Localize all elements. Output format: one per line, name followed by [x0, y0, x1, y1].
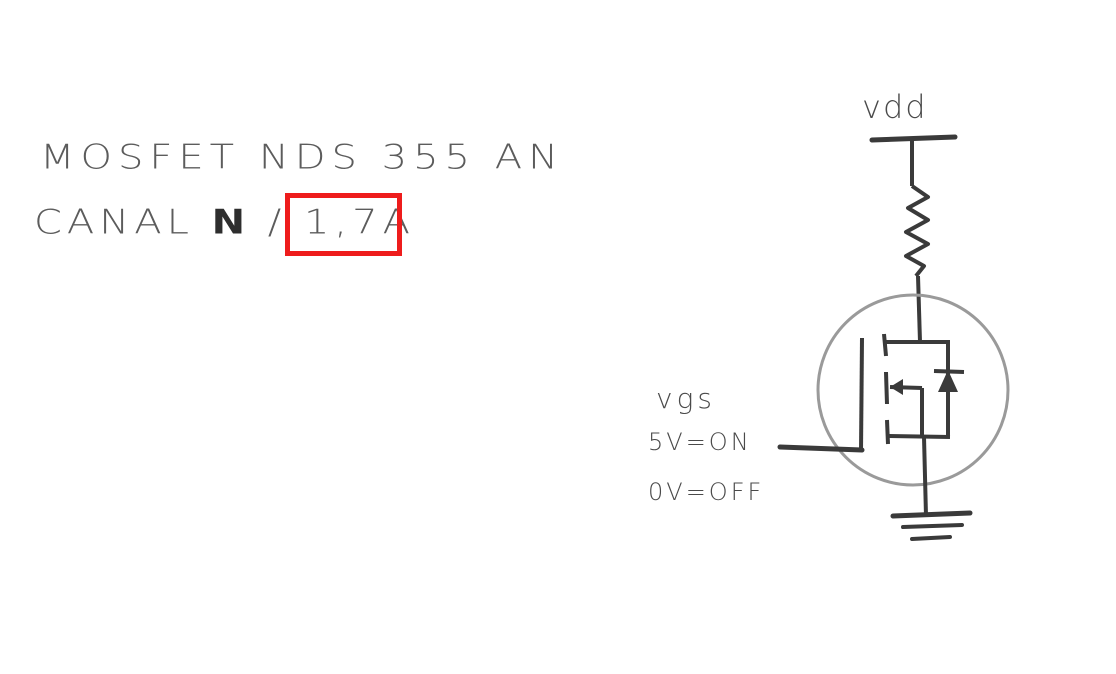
- body-diode-bar: [933, 369, 965, 374]
- vdd-label: vdd: [862, 88, 928, 126]
- source-stub: [887, 434, 951, 439]
- channel-type: N: [211, 203, 251, 243]
- current-rating-highlight-box: [285, 193, 402, 256]
- source-wire: [922, 436, 928, 517]
- mosfet-title: MOSFET NDS 355 AN: [40, 138, 564, 178]
- drain-wire: [916, 275, 922, 343]
- gate-lead: [777, 444, 865, 453]
- ground-line-2: [901, 523, 964, 529]
- channel-spec: CANAL N / 1,7A: [34, 203, 415, 242]
- channel-segment-mid: [884, 371, 889, 405]
- channel-prefix: CANAL: [34, 203, 212, 243]
- body-diode-triangle: [938, 370, 958, 392]
- vdd-rail: [869, 134, 958, 143]
- ground-line-3: [910, 535, 952, 541]
- channel-segment-top: [882, 333, 888, 357]
- body-arrow-head: [890, 379, 903, 395]
- ground-line-1: [890, 510, 973, 519]
- channel-separator: /: [250, 203, 304, 243]
- channel-segment-bot: [885, 419, 890, 445]
- gate-plate: [859, 337, 864, 453]
- gate-on-state: 5V=ON: [648, 428, 752, 456]
- mosfet-enclosure-circle: [816, 293, 1010, 487]
- current-rating: 1,7A: [303, 203, 415, 243]
- vgs-label: vgs: [656, 382, 716, 415]
- load-resistor: [904, 184, 930, 278]
- gate-off-state: 0V=OFF: [648, 478, 765, 506]
